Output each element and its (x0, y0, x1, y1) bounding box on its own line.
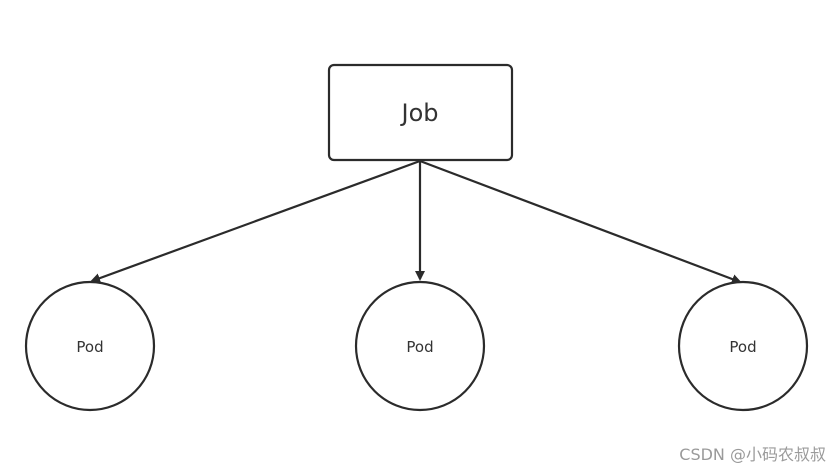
arrow-job-to-pod-right (419, 159, 742, 284)
pod-node-right: Pod (677, 280, 809, 412)
pod-circle (677, 280, 809, 412)
pod-node-center: Pod (354, 280, 486, 412)
job-label: Job (400, 99, 439, 127)
pod-circle (24, 280, 156, 412)
pod-circle (354, 280, 486, 412)
pod-label: Pod (406, 338, 433, 356)
job-box (327, 63, 514, 162)
job-node: Job (327, 63, 514, 162)
pod-node-left: Pod (24, 280, 156, 412)
csdn-watermark: CSDN @小码农叔叔 (679, 445, 826, 464)
pod-label: Pod (76, 338, 103, 356)
arrow-job-to-pod-left (90, 159, 421, 283)
pod-label: Pod (729, 338, 756, 356)
